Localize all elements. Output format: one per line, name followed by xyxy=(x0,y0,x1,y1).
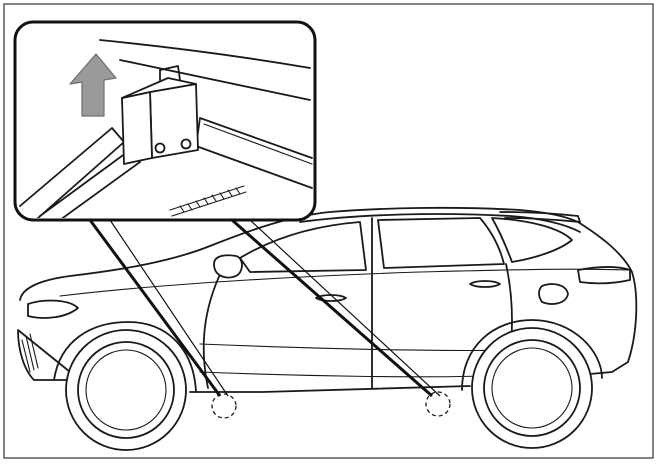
jack-point-front-marker xyxy=(211,393,237,419)
inset-notch xyxy=(159,65,181,81)
side-mirror xyxy=(213,254,243,279)
front-grille xyxy=(21,333,39,373)
shoulder-line xyxy=(59,268,629,297)
lift-arrow xyxy=(69,53,117,117)
inset-jack-screw xyxy=(169,185,247,217)
car-body-outline xyxy=(17,206,638,393)
door-crease xyxy=(199,343,521,352)
detail-inset xyxy=(13,20,317,222)
callout-leaders xyxy=(88,218,441,398)
front-wheel-arch xyxy=(53,321,197,393)
quarter-window xyxy=(491,217,573,263)
fuel-door xyxy=(538,283,569,305)
inset-body-panel xyxy=(99,39,311,69)
rear-door-handle xyxy=(469,280,501,288)
inset-bolt-2 xyxy=(180,138,192,150)
tail-light xyxy=(577,266,631,285)
inset-sill-rail-edge xyxy=(203,123,313,165)
rear-wheel xyxy=(471,327,593,449)
rear-window xyxy=(377,217,505,269)
rear-wheel-arch xyxy=(461,319,603,391)
jack-point-rear-marker xyxy=(425,391,451,417)
inset-jack-bracket-side xyxy=(121,91,153,165)
inset-bolt-1 xyxy=(154,142,166,154)
inset-jack-bracket xyxy=(149,83,199,159)
front-window xyxy=(239,221,367,273)
inset-body-panel-lower xyxy=(119,59,311,101)
roof-line xyxy=(299,213,581,233)
front-wheel xyxy=(65,329,187,451)
car xyxy=(17,206,638,451)
inset-jack-bracket-top xyxy=(121,77,197,99)
rocker-line xyxy=(199,371,481,378)
headlight xyxy=(27,299,79,319)
